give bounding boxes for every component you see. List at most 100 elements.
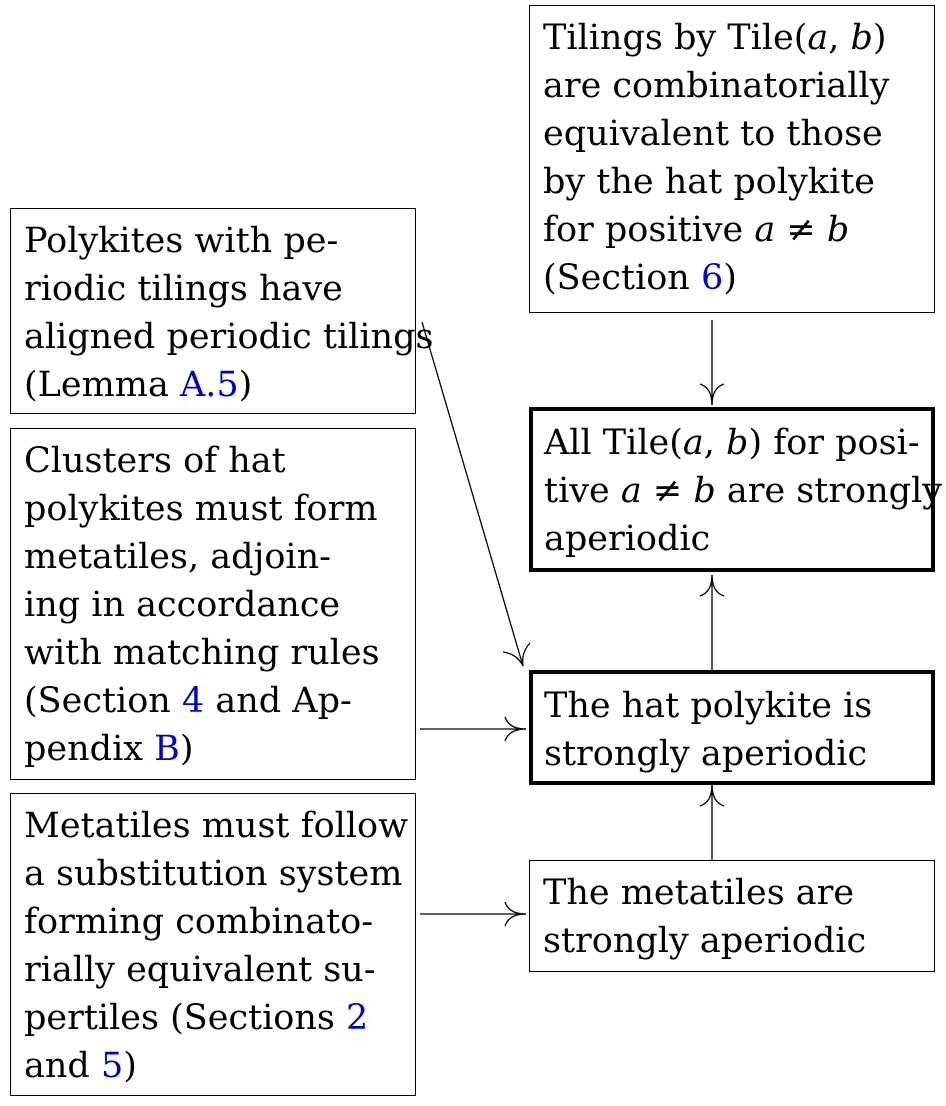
text-line: polykites must form [24, 485, 403, 533]
reference-link[interactable]: 4 [181, 681, 205, 721]
text-span: Clusters of hat [24, 441, 286, 481]
text-span: ≠ [641, 471, 694, 511]
reference-link[interactable]: A.5 [179, 365, 239, 405]
reference-link[interactable]: 5 [100, 1046, 124, 1086]
arrow-tilings-to-all-tile [699, 320, 725, 406]
text-line: All Tile(a, b) for posi- [544, 419, 921, 467]
text-line: by the hat polykite [543, 158, 922, 206]
text-span: Tilings by [543, 18, 728, 58]
text-span: with matching rules [24, 633, 380, 673]
text-span: , [828, 18, 851, 58]
polykites-periodic-box: Polykites with pe-riodic tilings have ali… [10, 208, 433, 414]
text-span: metatiles, adjoin- [24, 537, 331, 577]
text-line: (Lemma A.5) [24, 361, 403, 409]
text-line: (Section 4 and Ap- [24, 677, 403, 725]
text-line: Polykites with pe- [24, 217, 403, 265]
math-variable: a [754, 210, 776, 250]
text-line: forming combinato- [24, 898, 403, 946]
text-span: for positive [543, 210, 755, 250]
text-span: Polykites with pe- [24, 221, 339, 261]
text-line: tive a ≠ b are strongly [544, 467, 942, 515]
text-line: Metatiles must follow [24, 802, 408, 850]
metatiles-aperiodic-box: The metatiles are strongly aperiodic [529, 860, 935, 972]
text-span: pertiles (Sections [24, 998, 347, 1038]
text-span: strongly aperiodic [543, 921, 867, 961]
tilings-equivalence-box: Tilings by Tile(a, b)are combinatorially… [529, 5, 935, 313]
text-span: and Ap- [204, 681, 352, 721]
text-span: (Section [24, 681, 182, 721]
arrow-metatiles-to-hat [699, 784, 725, 860]
reference-link[interactable]: B [154, 729, 180, 769]
text-line: Tilings by Tile(a, b) [543, 14, 922, 62]
hat-polykite-aperiodic-box: The hat polykite is strongly aperiodic [529, 670, 935, 785]
text-span: strongly aperiodic [544, 734, 868, 774]
arrow-polykites-to-hat [421, 321, 531, 667]
text-span: by the hat polykite [543, 162, 875, 202]
text-line: and 5) [24, 1042, 403, 1090]
text-span: are strongly [715, 471, 943, 511]
text-span: pendix [24, 729, 155, 769]
text-line: for positive a ≠ b [543, 206, 922, 254]
text-span: polykites must form [24, 489, 378, 529]
arrow-hat-to-all-tile [699, 574, 725, 670]
text-span: The hat polykite is [544, 686, 873, 726]
text-line: The metatiles are [543, 869, 922, 917]
text-span: Metatiles must follow [24, 806, 409, 846]
text-span: ) [872, 18, 887, 58]
text-span: ( [669, 423, 683, 463]
text-span: tive [544, 471, 621, 511]
clusters-metatiles-box: Clusters of hat polykites must form metati… [10, 428, 416, 780]
text-line: rially equivalent su- [24, 946, 403, 994]
math-variable: a [682, 423, 704, 463]
text-span: riodic tilings have [24, 269, 343, 309]
text-span: aligned periodic tilings [24, 317, 434, 357]
text-line: aligned periodic tilings [24, 313, 433, 361]
text-line: metatiles, adjoin- [24, 533, 403, 581]
math-variable: b [693, 471, 716, 511]
text-span: for posi- [762, 423, 920, 463]
text-span: Tile [602, 423, 670, 463]
text-span: ) [179, 729, 194, 769]
text-line: equivalent to those [543, 110, 922, 158]
math-variable: a [620, 471, 642, 511]
all-tile-aperiodic-box: All Tile(a, b) for posi-tive a ≠ b are s… [529, 407, 942, 572]
text-span: forming combinato- [24, 902, 374, 942]
text-span: , [703, 423, 727, 463]
text-line: are combinatorially [543, 62, 922, 110]
text-line: strongly aperiodic [543, 917, 922, 965]
math-variable: a [807, 18, 829, 58]
text-span: ≠ [775, 210, 827, 250]
text-span: ) [123, 1046, 137, 1086]
text-span: ) [723, 258, 737, 298]
text-span: All [544, 423, 603, 463]
text-span: and [24, 1046, 101, 1086]
reference-link[interactable]: 6 [700, 258, 724, 298]
text-span: (Lemma [24, 365, 180, 405]
text-line: aperiodic [544, 515, 921, 563]
reference-link[interactable]: 2 [346, 998, 369, 1038]
text-span: rially equivalent su- [24, 950, 376, 990]
arrow-substitution-to-metatiles [420, 901, 527, 927]
text-line: The hat polykite is [544, 682, 921, 730]
math-variable: b [826, 210, 850, 250]
text-span: ( [793, 18, 808, 58]
text-span: (Section [543, 258, 701, 298]
text-line: a substitution system [24, 850, 403, 898]
text-span: Tile [727, 18, 794, 58]
text-line: riodic tilings have [24, 265, 403, 313]
text-span: The metatiles are [543, 873, 855, 913]
text-span: ) [748, 423, 763, 463]
text-span: are combinatorially [543, 66, 890, 106]
text-line: with matching rules [24, 629, 403, 677]
text-line: pertiles (Sections 2 [24, 994, 403, 1042]
text-span: ) [238, 365, 253, 405]
text-line: (Section 6) [543, 254, 922, 302]
math-variable: b [726, 423, 749, 463]
text-line: ing in accordance [24, 581, 403, 629]
text-line: strongly aperiodic [544, 730, 921, 778]
text-span: equivalent to those [543, 114, 883, 154]
text-span: aperiodic [544, 519, 711, 559]
text-span: ing in accordance [24, 585, 341, 625]
